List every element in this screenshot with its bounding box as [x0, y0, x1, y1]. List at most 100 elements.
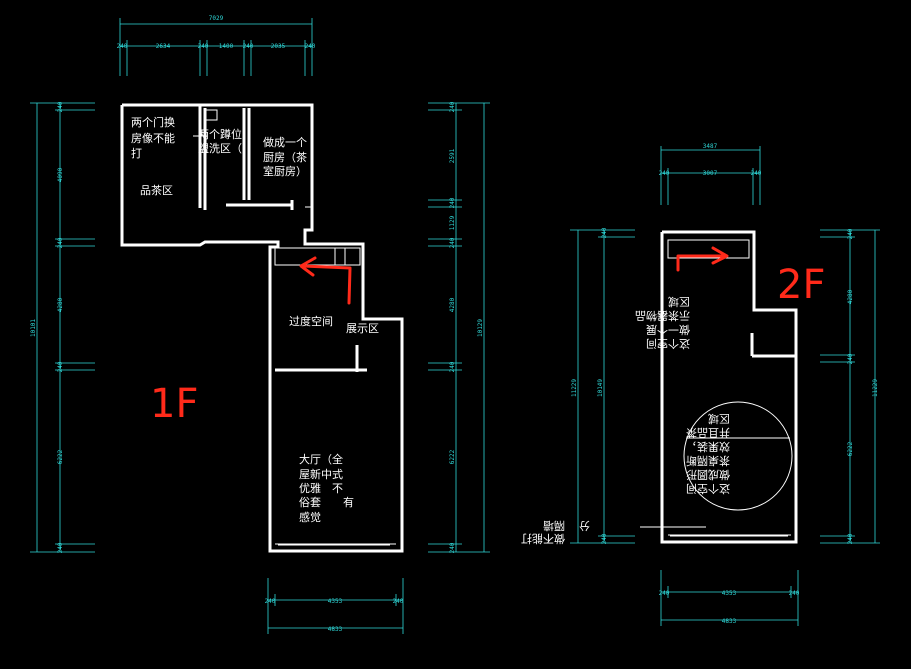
2f-bottom-note-line: 分: [579, 519, 590, 532]
1f-notes: 两个门换 房像不能 打 品茶区 两个蹲位 盥洗区（ 做成一个 厨房（茶 室厨房）…: [131, 115, 379, 524]
kitchen-note-line: 厨房（茶: [263, 151, 307, 164]
2f-walls: [640, 230, 798, 544]
2f-bottom-note-line: 做不能打: [521, 532, 565, 546]
1f-walls: [120, 103, 404, 553]
1f-bottom-seg: 240: [265, 598, 276, 605]
hall-note-line: 优雅 不: [299, 481, 343, 495]
wash-note-line: 两个蹲位: [198, 127, 242, 141]
1f-left-dimensions: 10101 240 4090 240 4280 240 6222 240: [30, 101, 95, 553]
1f-right-dimensions: 10129 240 2591 240 1129 240 4280 240 622…: [428, 101, 490, 553]
2f-bottom-total: 4833: [722, 618, 737, 625]
1f-stair-arrow: [299, 256, 352, 305]
2f-right-seg: 6222: [847, 441, 854, 456]
2f-right-seg: 240: [847, 228, 854, 239]
1f-top-seg: 1400: [219, 43, 234, 50]
hall-note-line: 屋新中式: [299, 467, 343, 481]
2f-left-inner: 10149: [597, 379, 604, 397]
2f-circle-note-line: 效果装，: [686, 440, 730, 454]
2f-bottom-seg: 4353: [722, 590, 737, 597]
display-label: 展示区: [346, 322, 379, 335]
1f-left-seg: 4090: [57, 167, 64, 182]
1f-sink: [204, 109, 218, 121]
2f-right-dimensions: 11229 240 4280 240 6222 240: [820, 228, 880, 544]
2f-top-seg: 3007: [703, 170, 718, 177]
tea-note-line: 打: [131, 146, 142, 160]
2f-left-dimensions: 11229 10149 240 240: [570, 227, 635, 544]
1f-left-seg: 4280: [57, 297, 64, 312]
2f-bottom-dimensions: 240 4353 240 4833: [659, 570, 800, 626]
1f-top-seg: 240: [243, 43, 254, 50]
1f-top-dimensions: 7029 240 2634 240 1400 240 2035 240: [117, 15, 316, 76]
2f-upper-note-line: 做一个展: [646, 323, 690, 337]
1f-right-seg: 4280: [449, 297, 456, 312]
2f-circle-note-line: 并且品茶: [686, 426, 730, 440]
2f-bottom-seg: 240: [789, 590, 800, 597]
2f-upper-note-line: 这个空间: [646, 337, 690, 351]
kitchen-note-line: 做成一个: [263, 135, 307, 149]
tea-note-line: 房像不能: [131, 131, 175, 145]
2f-floor-label: 2F: [777, 262, 825, 308]
1f-right-seg: 6222: [449, 449, 456, 464]
2f-left-outer: 11229: [571, 379, 578, 397]
hall-note-line: 俗套 有: [299, 495, 354, 509]
2f-right-total: 11229: [872, 379, 879, 397]
2f-stair-landing: [667, 239, 750, 259]
kitchen-note-line: 室厨房）: [263, 164, 307, 178]
2f-round-tea-table: [683, 401, 793, 511]
1f-right-total: 10129: [477, 319, 484, 337]
1f-top-seg: 240: [198, 43, 209, 50]
hall-note-line: 大厅（全: [299, 452, 343, 466]
1f-bottom-seg: 240: [393, 598, 404, 605]
tea-note-line: 两个门换: [131, 115, 175, 129]
1f-left-seg: 240: [57, 361, 64, 372]
2f-top-seg: 240: [751, 170, 762, 177]
1f-bottom-dimensions: 240 4353 240 4833: [265, 578, 404, 634]
1f-floor-label: 1F: [150, 381, 198, 427]
1f-left-seg: 240: [57, 101, 64, 112]
2f-circle-note-line: 这个空间: [686, 482, 730, 496]
1f-right-seg: 2591: [449, 148, 456, 163]
1f-top-seg: 2634: [156, 43, 171, 50]
1f-right-seg: 1129: [449, 215, 456, 230]
2f-circle-notes: 这个空间 做成圆形 茶桌隔断 效果装， 并且品茶 区域: [686, 412, 730, 496]
wash-note-line: 盥洗区（: [198, 142, 242, 155]
2f-right-seg: 240: [847, 353, 854, 364]
2f-circle-note-line: 茶桌隔断: [686, 454, 730, 468]
2f-top-seg: 240: [659, 170, 670, 177]
1f-bottom-total: 4833: [328, 626, 343, 633]
2f-top-dimensions: 3487 240 3007 240: [659, 143, 762, 205]
2f-left-seg: 240: [601, 533, 608, 544]
2f-bottom-seg: 240: [659, 590, 670, 597]
tea-room-label: 品茶区: [140, 184, 173, 197]
1f-top-seg: 2035: [271, 43, 286, 50]
1f-top-seg: 240: [305, 43, 316, 50]
1f-right-seg: 240: [449, 197, 456, 208]
2f-circle-note-line: 区域: [708, 412, 730, 425]
2f-right-seg: 4280: [847, 289, 854, 304]
1f-bottom-seg: 4353: [328, 598, 343, 605]
2f-right-seg: 240: [847, 533, 854, 544]
1f-stair-landing: [274, 247, 361, 266]
transition-label: 过度空间: [289, 314, 333, 328]
1f-right-seg: 240: [449, 101, 456, 112]
1f-right-seg: 240: [449, 237, 456, 248]
hall-note-line: 感觉: [299, 511, 321, 524]
2f-upper-note-line: 示茶器物品: [635, 309, 690, 323]
1f-right-seg: 240: [449, 361, 456, 372]
2f-bottom-note-line: 隔墙: [543, 519, 565, 533]
1f-left-seg: 240: [57, 237, 64, 248]
2f-bottom-notes: 做不能打 隔墙 分: [521, 519, 590, 546]
2f-notes: 这个空间 做一个展 示茶器物品 区域: [635, 295, 690, 351]
2f-circle-note-line: 做成圆形: [686, 468, 730, 482]
2f-upper-note-line: 区域: [668, 295, 690, 308]
2f-stair-arrow: [676, 246, 729, 272]
2f-left-seg: 240: [601, 227, 608, 238]
1f-left-seg: 240: [57, 542, 64, 553]
1f-left-seg: 6222: [57, 449, 64, 464]
2f-top-total: 3487: [703, 143, 718, 150]
1f-right-seg: 240: [449, 542, 456, 553]
1f-left-total: 10101: [30, 319, 37, 337]
1f-top-seg: 240: [117, 43, 128, 50]
1f-top-total: 7029: [209, 15, 224, 22]
